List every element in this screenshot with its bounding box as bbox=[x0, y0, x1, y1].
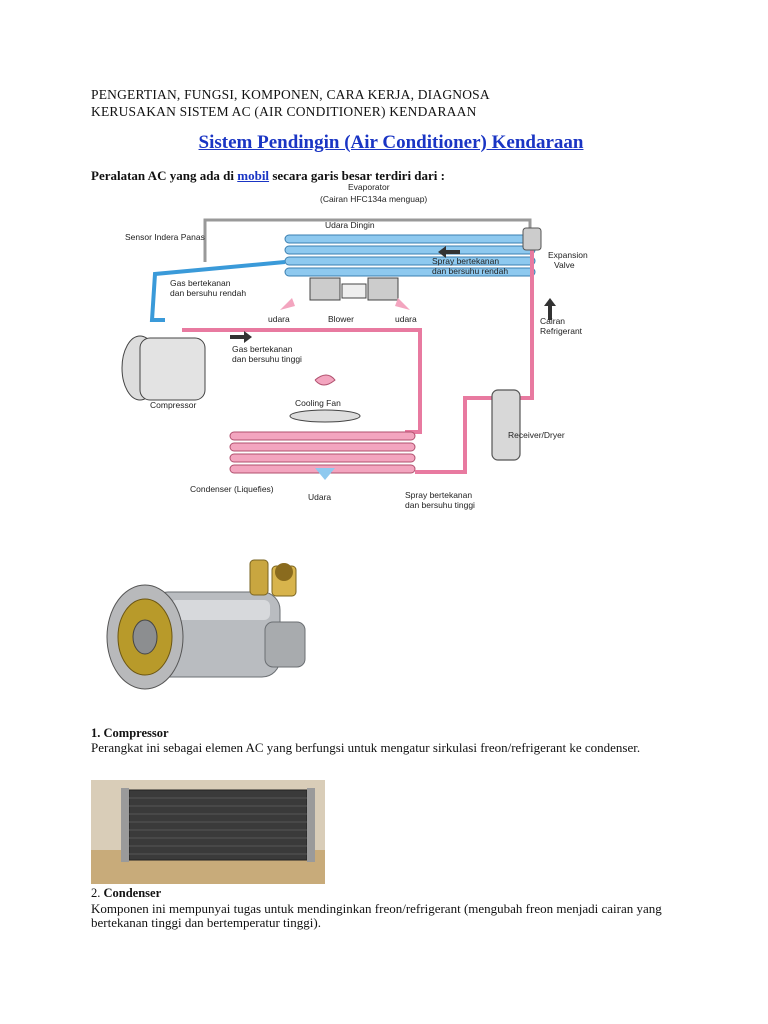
label-cooling-fan: Cooling Fan bbox=[295, 398, 341, 408]
label-udara-right: udara bbox=[395, 314, 417, 324]
expansion-valve bbox=[522, 227, 542, 251]
label-spray-high-1: Spray bertekanan bbox=[405, 490, 472, 500]
flow-arrow-high bbox=[230, 331, 252, 343]
compressor-photo bbox=[106, 559, 306, 690]
section-2-number: 2. bbox=[91, 886, 101, 900]
section-2-title: 2. Condenser bbox=[91, 886, 161, 901]
intro-after: secara garis besar terdiri dari : bbox=[269, 168, 446, 183]
section-1-name: Compressor bbox=[103, 726, 169, 740]
flow-arrow-low bbox=[438, 246, 460, 258]
cooling-fan-drawing bbox=[289, 374, 361, 423]
label-compressor: Compressor bbox=[150, 400, 196, 410]
section-1-number: 1. bbox=[91, 726, 101, 740]
label-sensor: Sensor Indera Panas bbox=[125, 232, 205, 242]
label-spray-low-2: dan bersuhu rendah bbox=[432, 266, 508, 276]
intro-text: Peralatan AC yang ada di mobil secara ga… bbox=[91, 168, 445, 184]
label-receiver: Receiver/Dryer bbox=[508, 430, 565, 440]
label-evaporator: Evaporator bbox=[348, 182, 390, 192]
label-condenser: Condenser (Liquefies) bbox=[190, 484, 274, 494]
label-evaporator-sub: (Cairan HFC134a menguap) bbox=[320, 194, 427, 204]
mobil-link[interactable]: mobil bbox=[237, 168, 270, 183]
document-heading: PENGERTIAN, FUNGSI, KOMPONEN, CARA KERJA… bbox=[91, 86, 691, 120]
liquid-line bbox=[415, 396, 492, 474]
label-gas-high-1: Gas bertekanan bbox=[232, 344, 293, 354]
airflow-arrow-bottom bbox=[315, 468, 335, 480]
receiver-dryer bbox=[491, 389, 521, 461]
section-2-body: Komponen ini mempunyai tugas untuk mendi… bbox=[91, 901, 662, 930]
label-spray-high-2: dan bersuhu tinggi bbox=[405, 500, 475, 510]
label-cairan: Cairan bbox=[540, 316, 565, 326]
low-pressure-line bbox=[149, 260, 286, 322]
label-udara-left: udara bbox=[268, 314, 290, 324]
blower-drawing bbox=[309, 277, 399, 301]
section-2-name: Condenser bbox=[103, 886, 162, 900]
ac-system-diagram: Evaporator (Cairan HFC134a menguap) Udar… bbox=[121, 182, 588, 510]
label-gas-high-2: dan bersuhu tinggi bbox=[232, 354, 302, 364]
intro-before: Peralatan AC yang ada di bbox=[91, 168, 238, 183]
label-spray-low-1: Spray bertekanan bbox=[432, 256, 499, 266]
refrigerant-line bbox=[520, 240, 534, 400]
compressor-drawing bbox=[121, 335, 206, 401]
condenser-photo bbox=[91, 780, 325, 884]
condenser-coil bbox=[229, 431, 416, 474]
label-blower: Blower bbox=[328, 314, 354, 324]
label-valve: Valve bbox=[554, 260, 575, 270]
section-1-body: Perangkat ini sebagai elemen AC yang ber… bbox=[91, 740, 641, 755]
section-1-title: 1. Compressor bbox=[91, 726, 169, 741]
airflow-arrow-right bbox=[395, 298, 410, 310]
label-refrigerant: Refrigerant bbox=[540, 326, 583, 336]
heading-line-2: KERUSAKAN SISTEM AC (AIR CONDITIONER) KE… bbox=[91, 104, 477, 119]
label-udara-bottom: Udara bbox=[308, 492, 331, 502]
flow-arrow-refrigerant bbox=[544, 298, 556, 320]
label-expansion: Expansion bbox=[548, 250, 588, 260]
airflow-arrow-left bbox=[280, 298, 295, 310]
label-gas-low-1: Gas bertekanan bbox=[170, 278, 231, 288]
label-gas-low-2: dan bersuhu rendah bbox=[170, 288, 246, 298]
label-udara-dingin: Udara Dingin bbox=[325, 220, 375, 230]
page-subtitle[interactable]: Sistem Pendingin (Air Conditioner) Kenda… bbox=[198, 132, 584, 153]
sensor-line bbox=[203, 218, 532, 262]
heading-line-1: PENGERTIAN, FUNGSI, KOMPONEN, CARA KERJA… bbox=[91, 87, 490, 102]
